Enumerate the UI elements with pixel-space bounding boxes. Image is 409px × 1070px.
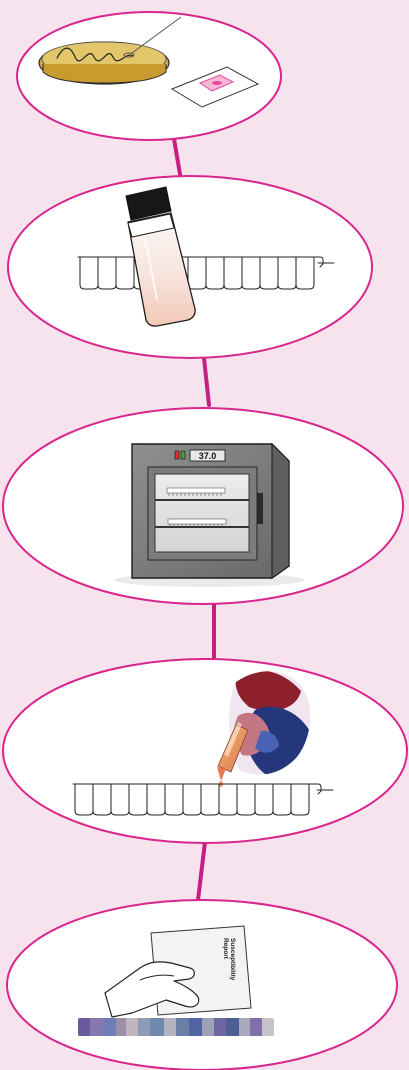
microtube-strip-bottom-icon [72,783,334,816]
connector-2 [202,356,211,407]
well-row [77,256,324,290]
tray-lower [167,518,227,527]
test-result-strip [78,1018,274,1036]
sample-vial-icon [125,186,196,327]
tray-upper [166,487,226,496]
incubator-temperature: 37.0 [199,451,217,461]
culture-step [16,11,282,141]
glass-slide-icon [170,66,260,108]
incubator-icon: 37.0 [114,442,304,587]
reagent-step [2,658,408,844]
inoculation-loop-icon [123,16,182,58]
connector-1 [172,137,183,182]
report-title-line2: Report [222,938,229,960]
incubator-display: 37.0 [174,449,226,462]
report-title-line1: Susceptibility [229,938,236,981]
connector-lines [172,137,216,902]
petri-dish-icon [38,41,170,85]
incubation-step: 37.0 [2,407,404,605]
hand-outline-icon [104,961,200,1018]
microtube-strip-icon [77,256,335,290]
inoculation-step [7,175,373,359]
report-step: Susceptibility Report [6,899,398,1070]
connector-4 [196,840,207,902]
inoculation-step-oval [7,175,373,359]
